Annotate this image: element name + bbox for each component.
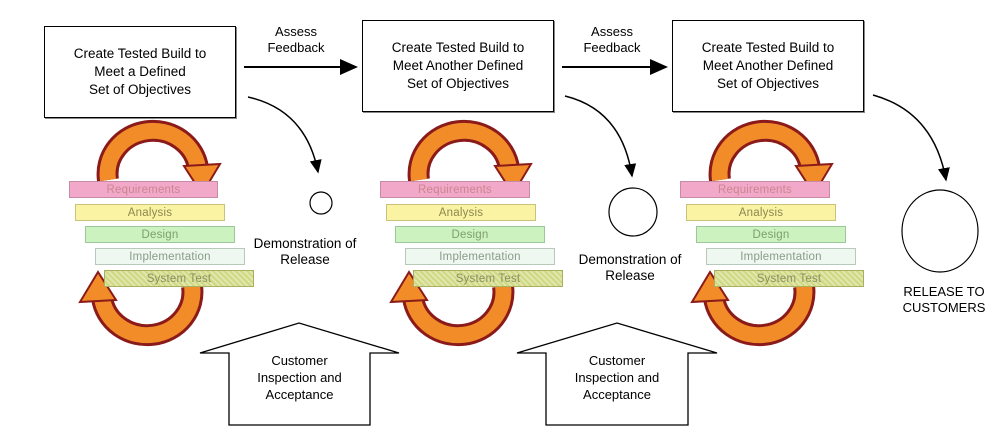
inspection-label-1: Customer Inspection and Acceptance xyxy=(257,353,342,402)
demo-circle-1 xyxy=(309,191,333,215)
cycle-arrows-1 xyxy=(78,119,222,347)
phase-requirements: Requirements xyxy=(380,181,530,198)
build-box-3: Create Tested Build to Meet Another Defi… xyxy=(672,20,864,112)
phase-implementation: Implementation xyxy=(405,248,555,265)
demo-circle-2 xyxy=(608,187,658,237)
phase-design: Design xyxy=(85,226,235,243)
release-label: RELEASE TO CUSTOMERS xyxy=(902,284,986,315)
feedback-label-2: Assess Feedback xyxy=(583,24,641,55)
inspection-house-2 xyxy=(516,322,718,426)
inspection-label-2: Customer Inspection and Acceptance xyxy=(574,353,660,402)
phase-analysis: Analysis xyxy=(75,204,225,221)
phase-design: Design xyxy=(696,226,846,243)
demo-label-2: Demonstration of Release xyxy=(578,252,682,283)
phase-system-test: System Test xyxy=(413,270,563,287)
phase-requirements: Requirements xyxy=(69,181,218,198)
build-box-1: Create Tested Build to Meet a Defined Se… xyxy=(44,26,236,118)
release-circle xyxy=(901,189,979,273)
phase-implementation: Implementation xyxy=(95,248,245,265)
phase-design: Design xyxy=(395,226,545,243)
build-box-2: Create Tested Build to Meet Another Defi… xyxy=(362,20,554,112)
demo-arrow-1 xyxy=(247,96,322,174)
cycle-arrows-2 xyxy=(389,119,533,347)
phase-requirements: Requirements xyxy=(680,181,830,198)
phase-analysis: Analysis xyxy=(386,204,536,221)
inspection-house-1 xyxy=(199,322,400,426)
phase-system-test: System Test xyxy=(104,270,254,287)
feedback-label-1: Assess Feedback xyxy=(267,24,325,55)
phase-implementation: Implementation xyxy=(706,248,856,265)
demo-label-1: Demonstration of Release xyxy=(253,236,357,267)
phase-system-test: System Test xyxy=(714,270,864,287)
release-arrow xyxy=(872,94,950,182)
phase-analysis: Analysis xyxy=(686,204,836,221)
demo-arrow-2 xyxy=(564,95,637,178)
cycle-arrows-3 xyxy=(690,119,834,347)
